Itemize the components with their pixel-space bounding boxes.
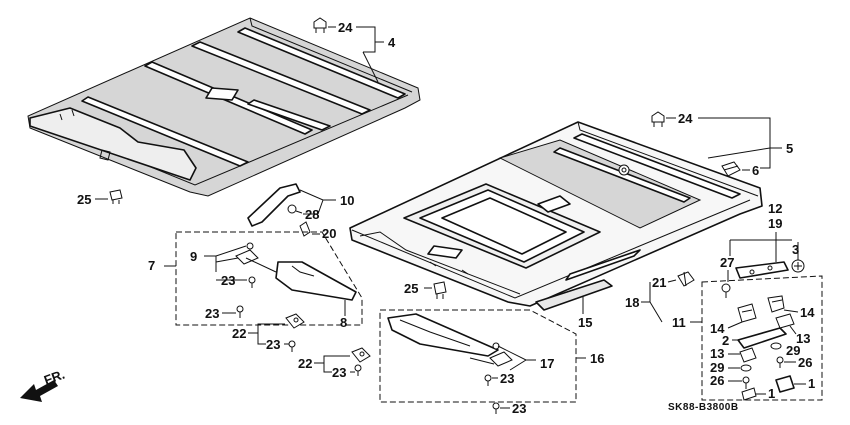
callout-2: 2 <box>722 333 729 348</box>
callout-26-a: 26 <box>710 373 724 388</box>
callout-23-d: 23 <box>332 365 346 380</box>
callout-7: 7 <box>148 258 155 273</box>
callout-25-b: 25 <box>404 281 418 296</box>
sun-visor-left <box>275 261 357 301</box>
screw-23-e <box>484 374 492 386</box>
screw-23-d <box>354 364 362 376</box>
clip-20 <box>299 221 311 237</box>
screw-26a <box>742 376 750 389</box>
handle-base-14b <box>767 295 785 313</box>
cap-1b <box>741 387 757 401</box>
callout-8: 8 <box>340 315 347 330</box>
callout-21: 21 <box>652 275 666 290</box>
headliner-sunroof <box>349 121 763 307</box>
callout-4: 4 <box>388 35 396 50</box>
front-direction-label: FR. <box>42 367 67 388</box>
callout-17: 17 <box>540 356 554 371</box>
washer-29b <box>770 342 782 350</box>
callout-25-a: 25 <box>77 192 91 207</box>
callout-28: 28 <box>305 207 319 222</box>
callout-1-a: 1 <box>808 376 815 391</box>
callout-10: 10 <box>340 193 354 208</box>
callout-27: 27 <box>720 255 734 270</box>
callout-14-b: 14 <box>800 305 815 320</box>
clip-21 <box>677 271 695 287</box>
visor-holder-22b <box>351 347 371 363</box>
callout-11: 11 <box>672 315 686 330</box>
screw-28 <box>287 204 303 214</box>
callout-14-a: 14 <box>710 321 725 336</box>
cap-3 <box>791 259 805 273</box>
callout-6: 6 <box>752 163 759 178</box>
callout-24-a: 24 <box>338 20 353 35</box>
visor-bracket-17 <box>489 342 513 367</box>
handle-base-14a <box>737 303 757 323</box>
cover-13b <box>775 313 795 329</box>
screw-23-visor-left <box>248 276 256 288</box>
callout-23-b: 23 <box>205 306 219 321</box>
visor-holder-22a <box>285 313 305 329</box>
callout-23-a: 23 <box>221 273 235 288</box>
screw-23-c <box>288 340 296 352</box>
clip-small-6b <box>618 164 630 176</box>
callout-20: 20 <box>322 226 336 241</box>
visor-bracket-9 <box>235 242 277 273</box>
callout-23-f: 23 <box>512 401 526 416</box>
handle-2 <box>737 327 787 349</box>
callout-9: 9 <box>190 249 197 264</box>
clip-24-right <box>651 111 665 127</box>
headliner-standard <box>27 17 421 197</box>
callout-22-b: 22 <box>298 356 312 371</box>
clip-25-left <box>109 189 123 204</box>
bracket-12-19 <box>735 261 789 279</box>
screw-23-b <box>236 305 244 318</box>
washer-29a <box>740 364 752 372</box>
sun-visor-right <box>387 313 499 365</box>
callout-13-a: 13 <box>710 346 724 361</box>
callout-16: 16 <box>590 351 604 366</box>
callout-19: 19 <box>768 216 782 231</box>
callout-23-e: 23 <box>500 371 514 386</box>
callout-29-b: 29 <box>786 343 800 358</box>
callout-13-b: 13 <box>796 331 810 346</box>
screw-27 <box>721 283 731 298</box>
callout-3: 3 <box>792 242 799 257</box>
screw-23-f <box>492 402 500 414</box>
screw-26b <box>776 356 784 368</box>
callout-29-a: 29 <box>710 360 724 375</box>
callout-24-b: 24 <box>678 111 693 126</box>
cap-1a <box>775 375 795 393</box>
callout-26-b: 26 <box>798 355 812 370</box>
callout-12: 12 <box>768 201 782 216</box>
clip-24-top <box>313 17 327 33</box>
clip-25-right <box>433 281 447 299</box>
callout-18: 18 <box>625 295 639 310</box>
cap-6 <box>721 161 741 177</box>
grab-handle <box>247 183 301 227</box>
diagram-code: SK88-B3800B <box>668 402 739 413</box>
cover-13a <box>739 347 757 363</box>
callout-15: 15 <box>578 315 592 330</box>
callout-1-b: 1 <box>768 386 775 401</box>
callout-5: 5 <box>786 141 793 156</box>
trim-strip-15 <box>535 279 613 311</box>
callout-23-c: 23 <box>266 337 280 352</box>
front-direction-arrow <box>20 380 58 402</box>
callout-22-a: 22 <box>232 326 246 341</box>
